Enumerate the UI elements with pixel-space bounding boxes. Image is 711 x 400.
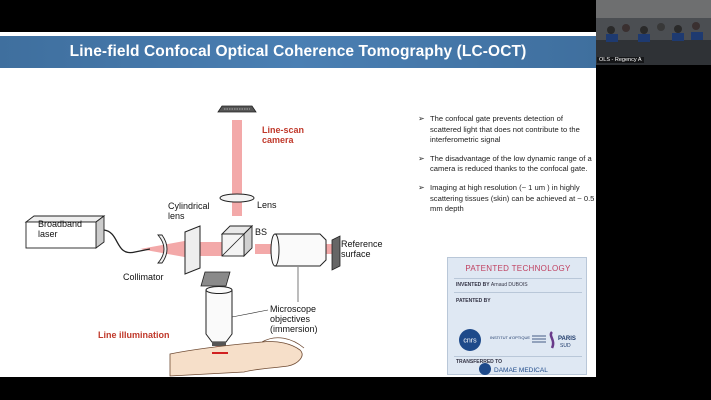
patent-box: PATENTED TECHNOLOGY INVENTED BY Arnaud D…	[447, 257, 587, 375]
bullet-item: ➢The confocal gate prevents detection of…	[418, 114, 580, 145]
bullet-item: ➢The disadvantage of the low dynamic ran…	[418, 153, 592, 174]
patent-holder-logos: cnrs INSTITUT d'OPTIQUE PARIS SUD	[459, 329, 576, 351]
damae-logo: DAMAE MEDICAL	[479, 363, 548, 375]
hand-illustration	[169, 341, 303, 377]
arrow-bullet-icon: ➢	[418, 182, 425, 192]
cylindrical-lens-label: Cylindrical lens	[168, 201, 210, 221]
beam-splitter	[220, 224, 254, 258]
invented-by: INVENTED BY Arnaud DUBOIS	[456, 282, 528, 288]
scanning-mirror	[200, 271, 231, 287]
broadband-laser-box	[24, 215, 106, 249]
patent-title: PATENTED TECHNOLOGY	[465, 264, 571, 273]
reference-objective	[270, 233, 327, 267]
laser-label: Broadband laser	[38, 219, 83, 239]
svg-text:SUD: SUD	[560, 343, 571, 349]
reference-surface-label: Reference surface	[341, 239, 383, 259]
arrow-bullet-icon: ➢	[418, 153, 425, 163]
audience-video-feed	[596, 0, 711, 65]
institut-optique-logo: INSTITUT d'OPTIQUE	[490, 335, 530, 340]
cnrs-logo	[459, 329, 481, 351]
svg-text:DAMAE MEDICAL: DAMAE MEDICAL	[494, 367, 548, 374]
slide-title-bar: Line-field Confocal Optical Coherence To…	[0, 36, 596, 68]
collimator-lens	[157, 234, 168, 264]
damae-icon	[479, 363, 491, 375]
bs-label: BS	[255, 227, 268, 237]
bullet-list: ➢The confocal gate prevents detection of…	[418, 114, 596, 223]
camera-label: Line-scan camera	[262, 125, 305, 145]
lens-label: Lens	[257, 200, 277, 210]
presentation-slide: Line-field Confocal Optical Coherence To…	[0, 32, 596, 377]
slide-title: Line-field Confocal Optical Coherence To…	[69, 43, 527, 60]
arrow-bullet-icon: ➢	[418, 114, 425, 123]
patented-by-label: PATENTED BY	[456, 298, 491, 304]
microscope-objectives-label: Microscope objectives (immersion)	[270, 304, 318, 334]
paris-sud-logo: PARIS	[558, 336, 576, 342]
paris-sud-s-icon	[549, 331, 555, 349]
line-illumination-label: Line illumination	[98, 330, 170, 340]
vertical-beam-upper	[232, 120, 242, 216]
line-scan-camera	[217, 105, 257, 113]
optical-setup-figure	[24, 105, 341, 377]
svg-text:cnrs: cnrs	[463, 338, 477, 345]
lens	[219, 193, 255, 203]
video-caption: OLS - Regency A	[597, 57, 644, 63]
sample-objective	[205, 286, 233, 346]
objective-leader-line	[231, 309, 269, 318]
lc-oct-diagram: Line-scan camera Lens Cylindrical lens B…	[0, 72, 400, 377]
transferred-to-label: TRANSFERRED TO	[456, 359, 503, 365]
cylindrical-lens-element	[184, 225, 201, 275]
finger-outline	[261, 337, 305, 349]
reference-mirror	[331, 235, 341, 271]
bullet-item: ➢Imaging at high resolution (~ 1 um ) in…	[418, 182, 595, 214]
collimator-label: Collimator	[123, 272, 164, 282]
optical-fiber	[103, 229, 151, 254]
speaker-video-thumbnail[interactable]	[596, 0, 711, 65]
